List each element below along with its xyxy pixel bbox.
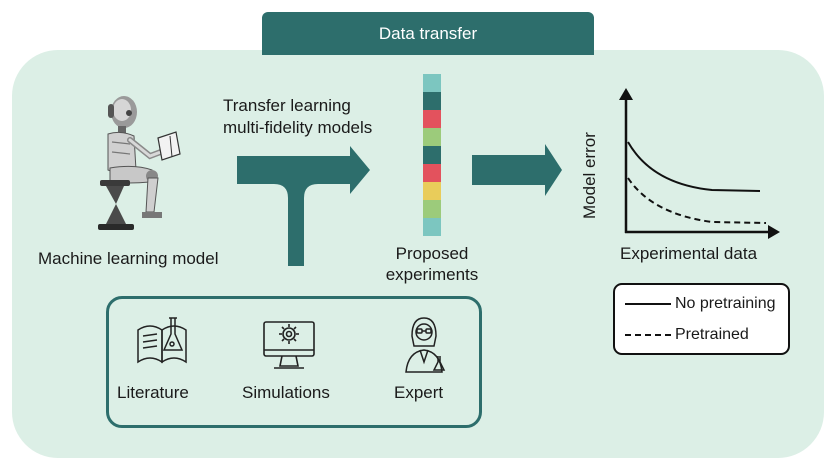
experiment-cell [423,74,441,92]
transfer-arrow [237,146,370,266]
experiment-cell [423,92,441,110]
robot-reading-icon [98,96,181,230]
legend-label-pretrained: Pretrained [675,326,749,343]
data-transfer-title: Data transfer [378,23,478,43]
transfer-label-line1: Transfer learning [223,96,351,115]
experiment-cell [423,128,441,146]
output-arrow [472,144,562,196]
source-label-simulations: Simulations [242,383,330,402]
experiment-cell [423,200,441,218]
computer-gear-icon [263,321,315,369]
legend-item-pretrained: Pretrained [625,326,749,344]
transfer-label-line2: multi-fidelity models [223,118,373,137]
legend-solid-line [625,303,671,305]
experiment-cell [423,182,441,200]
chart-xlabel: Experimental data [620,244,758,263]
experiment-cell [423,164,441,182]
x-axis-arrowhead [768,225,780,239]
proposed-label-line1: Proposed [395,244,469,263]
model-error-chart [619,88,780,239]
book-flask-icon [137,317,187,364]
experiment-cell [423,218,441,236]
chart-ylabel: Model error [580,132,599,219]
experiment-cell [423,146,441,164]
source-label-literature: Literature [117,383,189,402]
series-no-pretraining [627,141,761,192]
background-panel [12,50,824,458]
series-pretrained [627,177,767,224]
data-sources-box [106,296,482,428]
ml-model-label: Machine learning model [38,249,219,268]
data-transfer-tab: Data transfer [262,12,594,55]
proposed-label-line2: experiments [385,265,479,284]
proposed-experiments-bar [423,74,441,236]
y-axis-arrowhead [619,88,633,100]
legend-label-no-pretraining: No pretraining [675,295,776,312]
chart-legend: No pretraining Pretrained [613,283,790,355]
legend-dashed-line [625,334,671,336]
scientist-icon [405,317,446,373]
experiment-cell [423,110,441,128]
source-label-expert: Expert [394,383,444,402]
legend-item-no-pretraining: No pretraining [625,295,776,313]
